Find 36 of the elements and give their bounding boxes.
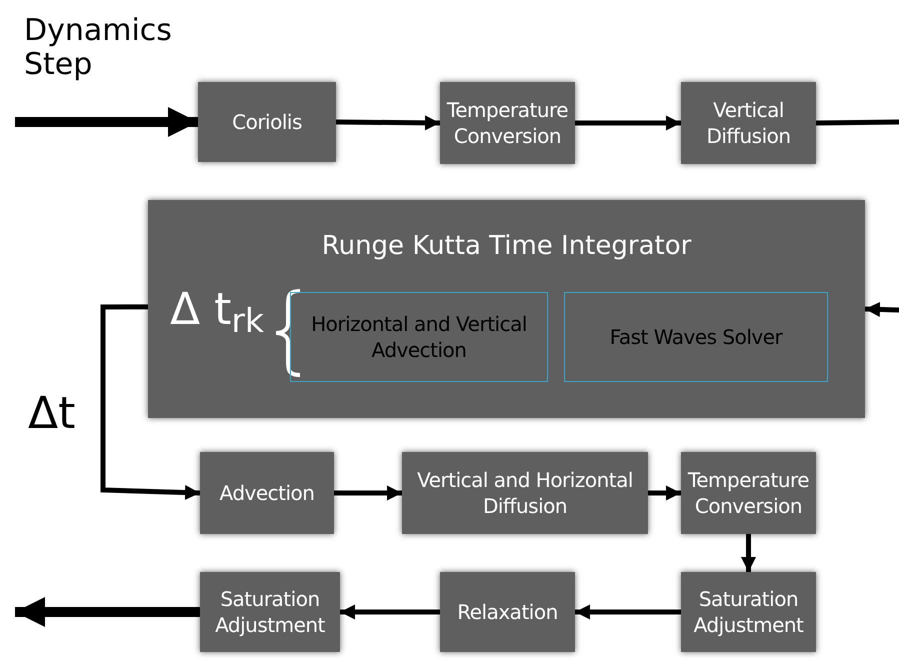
process-box bbox=[440, 82, 575, 164]
process-label: Saturation Adjustment bbox=[692, 586, 804, 638]
process-box bbox=[681, 572, 816, 652]
process-label: Saturation Adjustment bbox=[214, 586, 326, 638]
solver-box bbox=[290, 292, 548, 382]
arrow bbox=[864, 302, 899, 317]
arrow bbox=[100, 304, 200, 500]
process-label: Coriolis bbox=[232, 109, 302, 135]
arrow bbox=[340, 604, 440, 620]
panel-title: Runge Kutta Time Integrator bbox=[320, 230, 692, 262]
process-label: Vertical Diffusion bbox=[705, 97, 792, 149]
process-label: Vertical and Horizontal Diffusion bbox=[416, 467, 634, 519]
arrow bbox=[336, 115, 440, 130]
time-step-symbol: Δ t$_{rk}$ bbox=[170, 288, 264, 332]
integrator-panel bbox=[148, 200, 865, 418]
process-label: Horizontal and Vertical Advection bbox=[310, 311, 528, 363]
process-label: Temperature Conversion bbox=[686, 467, 810, 519]
process-box bbox=[440, 572, 575, 652]
arrow bbox=[15, 597, 200, 627]
solver-box bbox=[564, 292, 828, 382]
process-box bbox=[200, 452, 334, 534]
process-box bbox=[402, 452, 648, 534]
arrow bbox=[575, 116, 681, 130]
process-box bbox=[198, 82, 336, 162]
process-box bbox=[681, 82, 816, 164]
process-label: Temperature Conversion bbox=[446, 97, 570, 149]
process-label: Relaxation bbox=[457, 599, 558, 625]
process-label: Advection bbox=[220, 480, 314, 506]
process-box bbox=[200, 572, 340, 652]
process-box bbox=[681, 452, 816, 534]
arrow bbox=[334, 486, 402, 500]
arrow bbox=[741, 534, 756, 572]
arrow bbox=[15, 107, 198, 137]
arrow bbox=[648, 486, 681, 500]
process-label: Fast Waves Solver bbox=[610, 324, 782, 350]
arrow bbox=[575, 604, 681, 620]
